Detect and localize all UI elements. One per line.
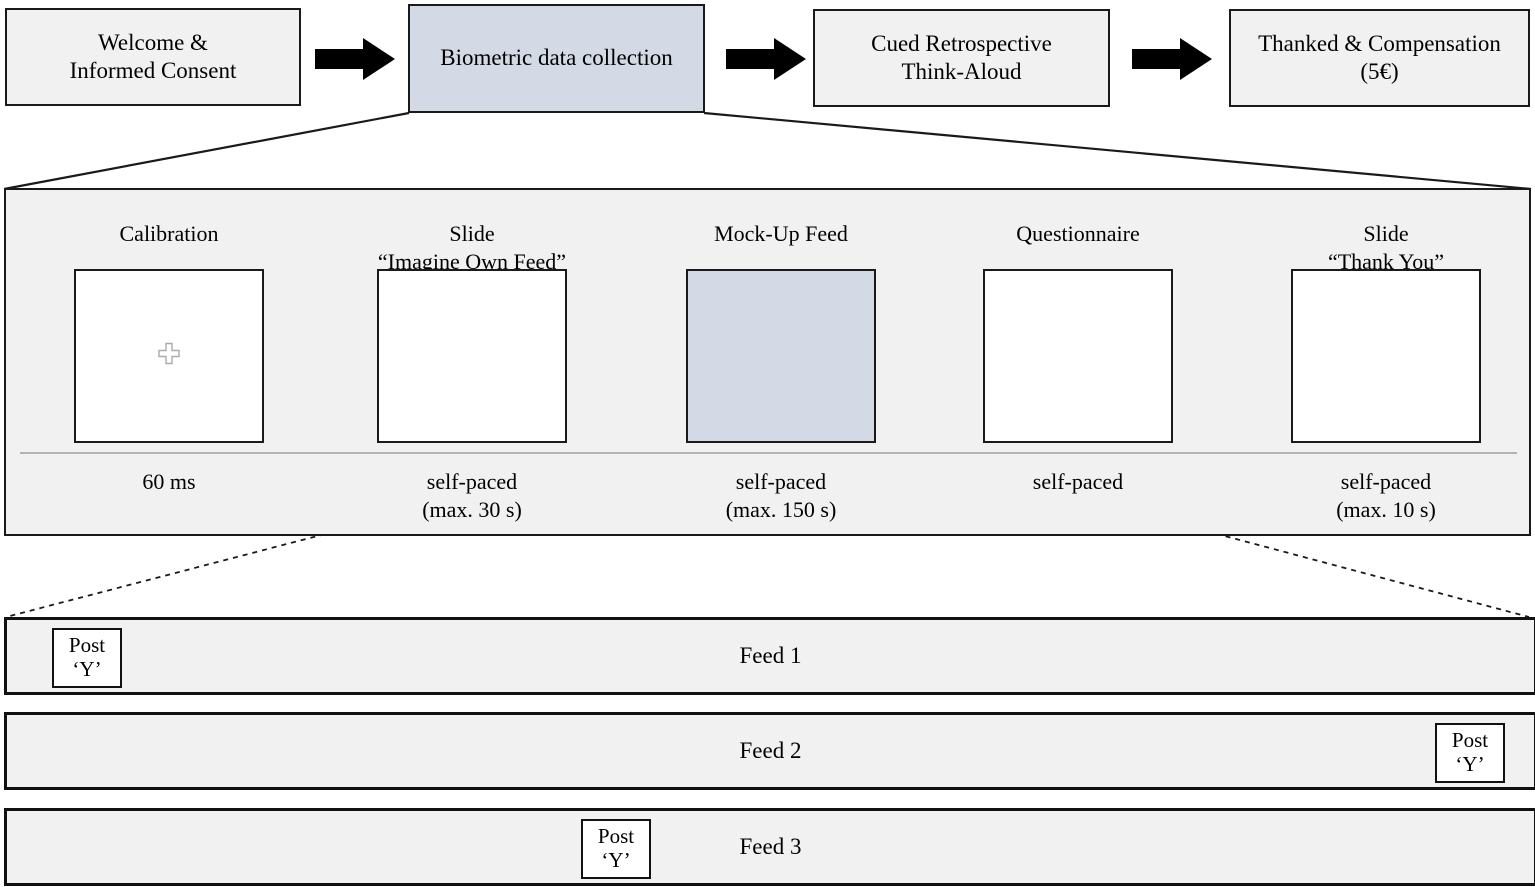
feed-3-post-line-2: ‘Y’ — [601, 848, 631, 872]
timing-slide-thankyou-line-1: self-paced — [1340, 469, 1432, 494]
detail-step-slide-imagine[interactable]: Slide “Imagine Own Feed” — [369, 220, 575, 443]
mockup-feed-screen[interactable] — [686, 268, 876, 443]
calibration-screen[interactable] — [74, 268, 264, 443]
stage-box-compensation-line-1: Thanked & Compensation — [1258, 30, 1501, 56]
stage-box-biometric-line-1: Biometric data collection — [440, 45, 673, 71]
trapezoid-line-left — [3, 111, 410, 191]
trapezoid-line-right — [703, 111, 1532, 191]
detail-step-calibration[interactable]: Calibration — [66, 220, 272, 443]
timing-questionnaire: self-paced — [975, 468, 1181, 496]
timing-calibration-line-1: 60 ms — [142, 469, 196, 494]
feed-2-post-box[interactable]: Post ‘Y’ — [1435, 723, 1505, 783]
timing-slide-imagine-line-1: self-paced — [426, 469, 518, 494]
detail-step-questionnaire-label: Questionnaire — [1016, 221, 1140, 246]
feed-1-label: Feed 1 — [739, 643, 802, 668]
timing-slide-imagine-line-2: (max. 30 s) — [422, 496, 522, 522]
feed-1-post-line-1: Post — [68, 633, 106, 658]
questionnaire-screen[interactable] — [983, 268, 1173, 443]
detail-step-calibration-label: Calibration — [119, 221, 219, 246]
timing-slide-imagine: self-paced (max. 30 s) — [369, 468, 575, 523]
detail-step-questionnaire[interactable]: Questionnaire — [975, 220, 1181, 443]
feed-3-label: Feed 3 — [739, 834, 802, 859]
biometric-detail-panel: Calibration Slide “Imagine Own Feed” Moc… — [4, 188, 1531, 536]
stage-box-welcome-line-1: Welcome & — [98, 29, 208, 55]
detail-step-slide-thankyou[interactable]: Slide “Thank You” — [1283, 220, 1489, 443]
right-arrow-icon-3 — [1132, 38, 1212, 80]
panel-divider — [20, 452, 1517, 454]
calibration-cross-icon — [157, 341, 181, 370]
feed-3-post-box[interactable]: Post ‘Y’ — [581, 819, 651, 879]
timing-mockup-feed-line-2: (max. 150 s) — [725, 496, 837, 522]
feed-1-post-box[interactable]: Post ‘Y’ — [52, 628, 122, 688]
feed-row-3[interactable]: Post ‘Y’ Feed 3 — [4, 808, 1535, 886]
timing-questionnaire-line-1: self-paced — [1032, 469, 1124, 494]
stage-box-welcome-line-2: Informed Consent — [69, 58, 237, 83]
stage-box-think-aloud-line-1: Cued Retrospective — [871, 30, 1052, 56]
detail-step-slide-thankyou-label-1: Slide — [1363, 221, 1409, 246]
slide-thankyou-screen[interactable] — [1291, 269, 1481, 443]
stage-box-welcome[interactable]: Welcome & Informed Consent — [5, 8, 301, 106]
stage-box-compensation-line-2: (5€) — [1360, 59, 1399, 84]
feed-2-post-line-1: Post — [1451, 728, 1489, 753]
timing-mockup-feed: self-paced (max. 150 s) — [678, 468, 884, 523]
timing-slide-thankyou: self-paced (max. 10 s) — [1283, 468, 1489, 523]
feed-row-1[interactable]: Post ‘Y’ Feed 1 — [4, 617, 1535, 695]
stage-box-think-aloud[interactable]: Cued Retrospective Think-Aloud — [813, 9, 1110, 107]
stage-box-compensation[interactable]: Thanked & Compensation (5€) — [1229, 9, 1530, 107]
detail-step-mockup-feed[interactable]: Mock-Up Feed — [678, 220, 884, 443]
feed-1-post-line-2: ‘Y’ — [72, 657, 102, 681]
feed-2-post-line-2: ‘Y’ — [1455, 752, 1485, 776]
timing-slide-thankyou-line-2: (max. 10 s) — [1336, 496, 1436, 522]
timing-mockup-feed-line-1: self-paced — [735, 469, 827, 494]
detail-step-slide-imagine-label-1: Slide — [449, 221, 495, 246]
feed-row-2[interactable]: Post ‘Y’ Feed 2 — [4, 712, 1535, 790]
detail-step-mockup-feed-label: Mock-Up Feed — [714, 221, 848, 246]
right-arrow-icon-2 — [726, 38, 806, 80]
right-arrow-icon-1 — [315, 38, 395, 80]
timing-calibration: 60 ms — [66, 468, 272, 496]
feed-2-label: Feed 2 — [739, 738, 802, 763]
slide-imagine-screen[interactable] — [377, 269, 567, 443]
stage-box-think-aloud-line-2: Think-Aloud — [901, 59, 1022, 84]
feed-3-post-line-1: Post — [597, 824, 635, 849]
stage-box-biometric[interactable]: Biometric data collection — [408, 4, 705, 113]
